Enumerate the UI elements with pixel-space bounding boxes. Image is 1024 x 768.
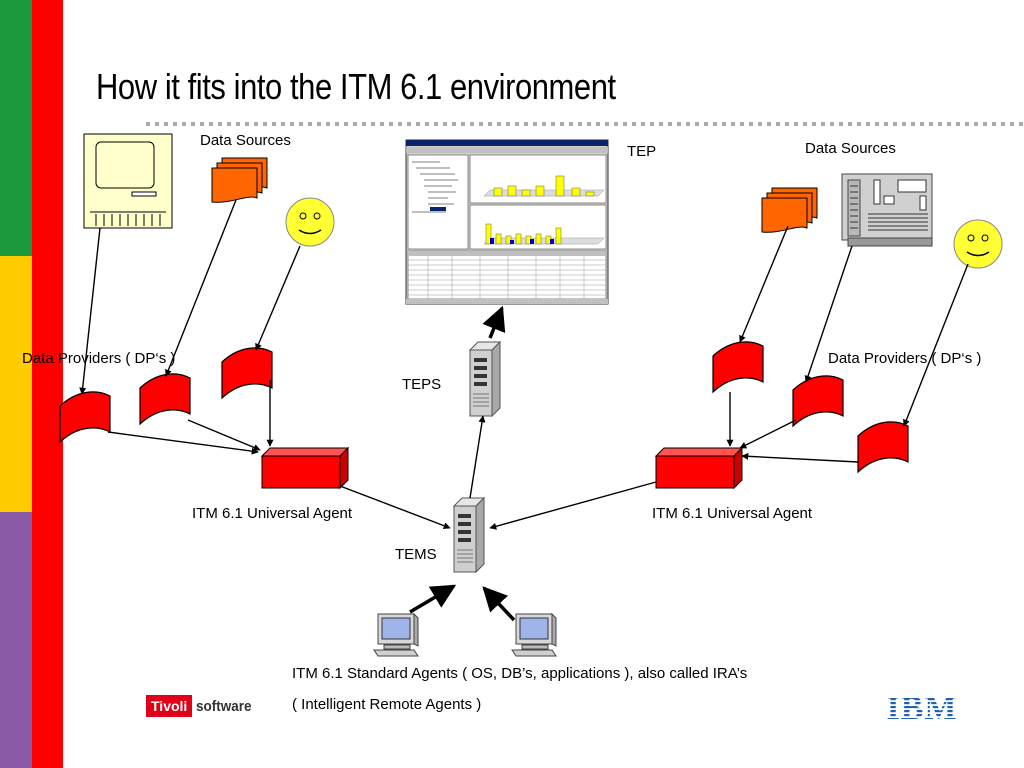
user-smiley-right-icon: [953, 219, 1003, 269]
universal-agent-right-label: ITM 6.1 Universal Agent: [652, 505, 813, 522]
data-source-documents-left-icon: [211, 157, 268, 203]
data-provider-flag-icon: [221, 347, 273, 399]
standard-agent-pc-icon: [511, 613, 557, 657]
stripe-green: [0, 0, 32, 256]
thick-arrows: [409, 305, 516, 622]
tep-screenshot-icon: [405, 139, 609, 305]
data-providers-left-label: Data Providers ( DP‘s ): [22, 350, 176, 367]
mac-computer-icon: [83, 133, 173, 229]
teps-server-icon: [469, 341, 501, 417]
ibm-logo: IBM: [887, 690, 958, 724]
teps-label: TEPS: [402, 376, 442, 393]
tep-label: TEP: [627, 143, 657, 160]
universal-agent-box-right: [655, 447, 743, 489]
data-provider-flag-icon: [712, 341, 764, 393]
stripe-purple: [0, 512, 32, 768]
svg-text:IBM: IBM: [887, 690, 958, 724]
data-source-documents-right-icon: [761, 187, 818, 233]
tivoli-logo-box: Tivoli: [146, 695, 193, 717]
tivoli-logo-text: software: [196, 697, 252, 715]
data-sources-left-label: Data Sources: [200, 132, 291, 149]
stripe-red: [32, 0, 63, 768]
server-rack-icon: [841, 173, 933, 247]
universal-agent-left-label: ITM 6.1 Universal Agent: [192, 505, 353, 522]
standard-agents-label: ITM 6.1 Standard Agents ( OS, DB’s, appl…: [292, 665, 748, 682]
tivoli-logo: Tivoli software: [146, 695, 258, 717]
user-smiley-left-icon: [285, 197, 335, 247]
universal-agent-box-left: [261, 447, 349, 489]
data-provider-flag-icon: [857, 421, 909, 473]
data-providers-right-label: Data Providers ( DP‘s ): [828, 350, 982, 367]
tems-label: TEMS: [395, 546, 437, 563]
connector-lines: [79, 199, 969, 530]
standard-agents-sublabel: ( Intelligent Remote Agents ): [292, 696, 482, 713]
data-provider-flag-icon: [792, 375, 844, 427]
data-provider-flag-icon: [139, 373, 191, 425]
tems-server-icon: [453, 497, 485, 573]
data-sources-right-label: Data Sources: [805, 140, 896, 157]
page-title: How it fits into the ITM 6.1 environment: [96, 66, 616, 107]
data-provider-flag-icon: [59, 391, 111, 443]
stripe-yellow: [0, 256, 32, 512]
standard-agent-pc-icon: [373, 613, 419, 657]
